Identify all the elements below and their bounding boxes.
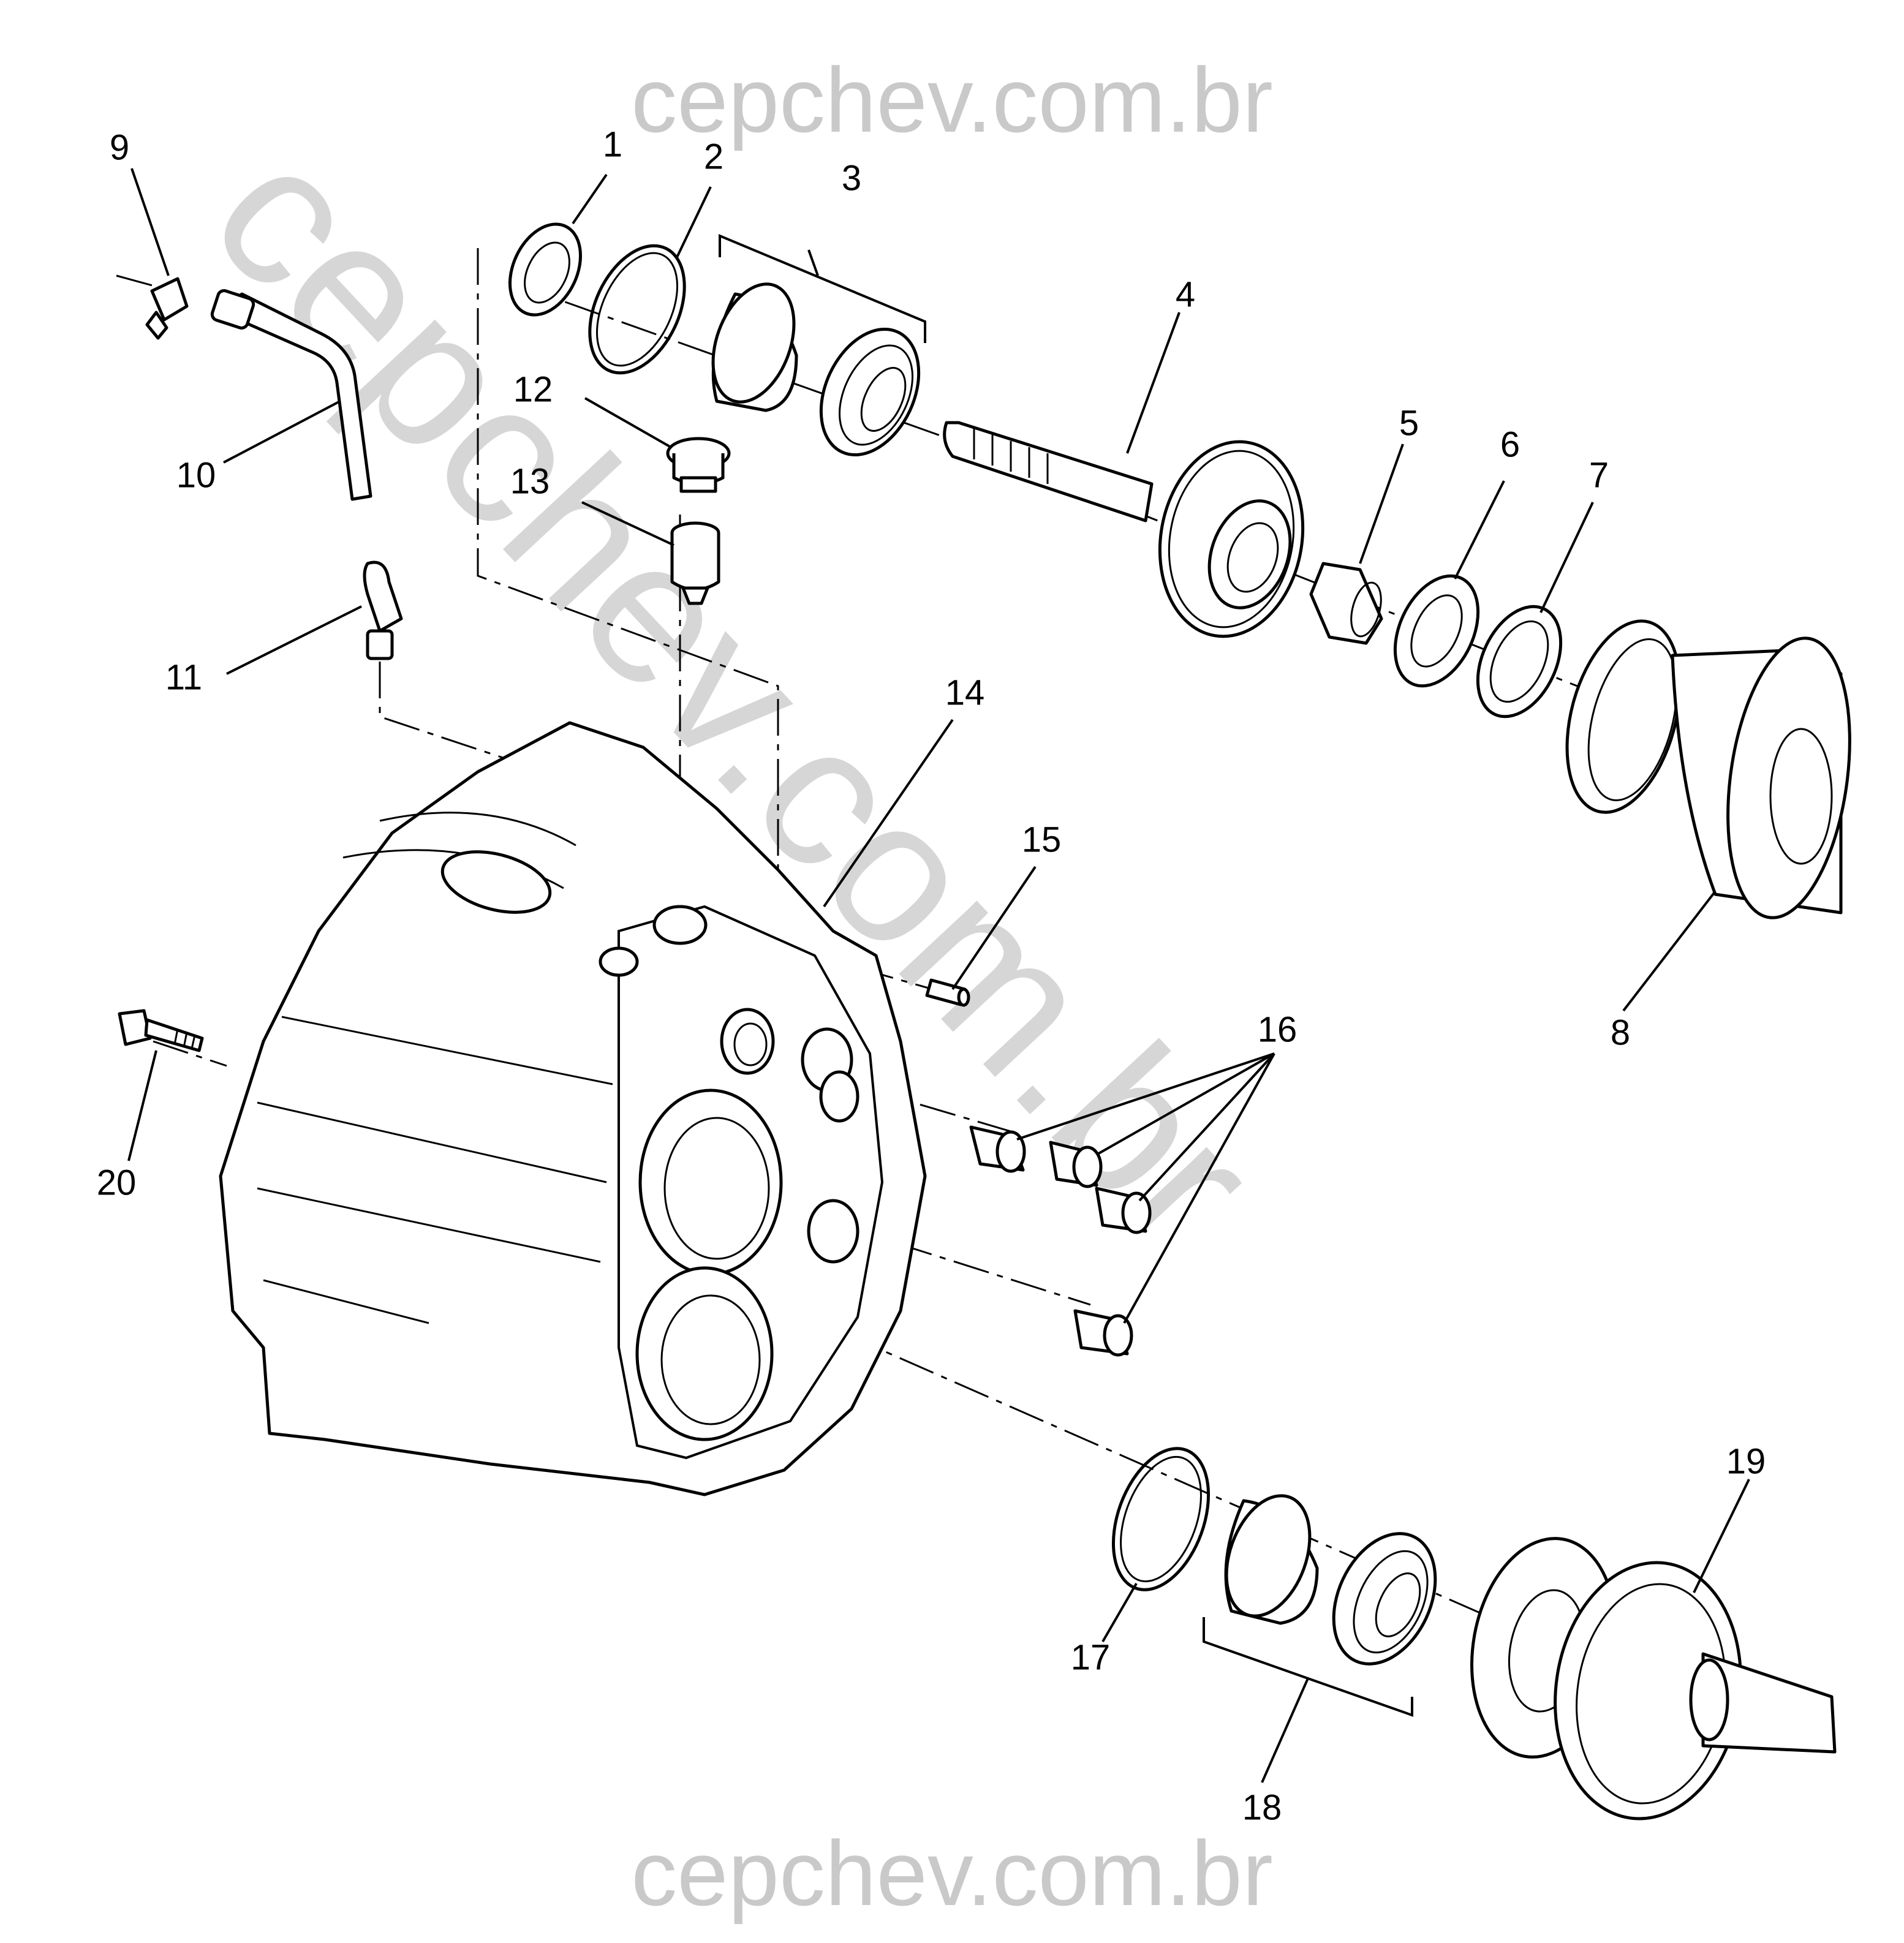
part-19-countershaft-gears <box>1470 1537 1837 1820</box>
part-9-sensor <box>145 277 189 340</box>
callout-4: 4 <box>1176 274 1195 314</box>
callout-7: 7 <box>1589 455 1609 495</box>
part-6-thrust-washer <box>1393 574 1480 688</box>
part-14-transmission-case <box>219 721 927 1496</box>
brackets <box>719 233 1413 1783</box>
callout-20: 20 <box>97 1163 137 1202</box>
callout-10: 10 <box>176 455 216 495</box>
part-1-seal <box>508 222 583 317</box>
part-7-shim <box>1476 605 1563 719</box>
callout-3: 3 <box>842 158 861 198</box>
watermark-bottom: cepchev.com.br <box>631 1822 1273 1925</box>
part-8-mainshaft-gear-cluster <box>1565 619 1851 919</box>
part-16-bushings <box>969 1125 1152 1357</box>
callout-2: 2 <box>704 137 723 176</box>
part-2-ring <box>588 244 686 375</box>
callout-8: 8 <box>1611 1013 1630 1052</box>
part-4-input-shaft <box>943 421 1305 638</box>
callout-5: 5 <box>1399 403 1419 443</box>
callout-6: 6 <box>1500 424 1520 464</box>
part-13-detent-plug <box>670 521 720 605</box>
part-12-plug <box>666 437 731 493</box>
callout-13: 13 <box>510 461 550 501</box>
callout-1: 1 <box>603 124 622 164</box>
watermark-top: cepchev.com.br <box>631 48 1273 151</box>
part-5-needle-bearing <box>1309 562 1383 645</box>
callout-numbers: 1 2 3 4 5 6 7 8 9 10 11 12 13 14 15 16 1… <box>97 124 1766 1827</box>
part-10-vent-hose <box>210 289 372 501</box>
callout-16: 16 <box>1258 1009 1298 1049</box>
part-18-bearing <box>1224 1494 1437 1666</box>
callout-19: 19 <box>1726 1441 1766 1481</box>
callout-17: 17 <box>1071 1637 1111 1677</box>
part-11-vent-fitting <box>363 560 403 660</box>
callout-12: 12 <box>513 369 553 409</box>
callout-11: 11 <box>165 657 202 697</box>
callout-9: 9 <box>110 127 129 167</box>
callout-15: 15 <box>1022 820 1062 859</box>
part-20-bolt <box>118 1009 204 1052</box>
leader-lines <box>127 168 1750 1643</box>
callout-18: 18 <box>1242 1787 1282 1827</box>
part-3-bearing <box>711 282 921 457</box>
callout-14: 14 <box>945 673 985 712</box>
part-17-shim <box>1111 1447 1211 1591</box>
